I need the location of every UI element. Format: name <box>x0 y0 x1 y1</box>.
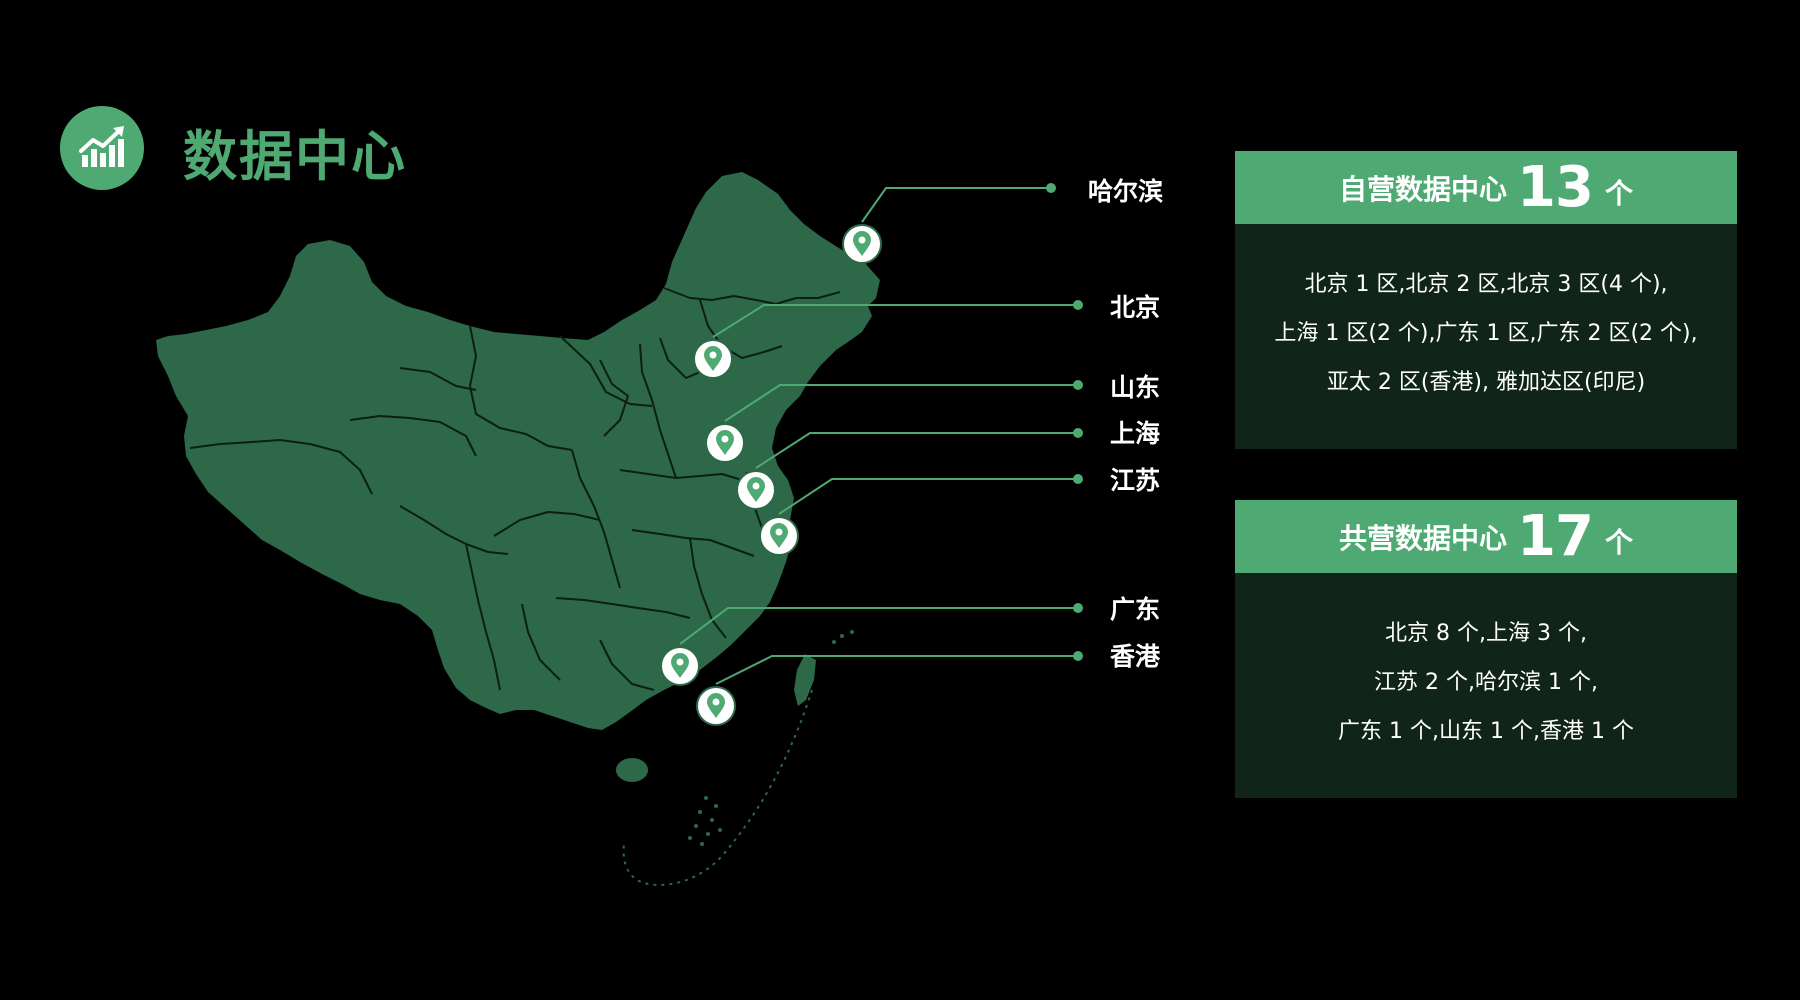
endpoint-dot-city-4 <box>1073 428 1083 438</box>
co-operated-line: 北京 8 个,上海 3 个, <box>1385 621 1587 646</box>
map-pin-icon[interactable] <box>842 224 882 264</box>
co-operated-count: 17 <box>1517 504 1594 569</box>
endpoint-dot-city-7 <box>1073 651 1083 661</box>
endpoint-dot-city-3 <box>1073 380 1083 390</box>
co-operated-panel: 共营数据中心 17 个 北京 8 个,上海 3 个, 江苏 2 个,哈尔滨 1 … <box>1235 500 1737 798</box>
taiwan-island <box>794 654 816 706</box>
growth-chart-icon <box>60 106 144 190</box>
self-owned-unit: 个 <box>1604 176 1633 210</box>
province-borders <box>189 287 841 691</box>
connector-line-city-3 <box>724 384 1078 422</box>
city-label: 哈尔滨 <box>1088 177 1164 206</box>
map-pin-icon[interactable] <box>705 423 745 463</box>
south-sea-islands <box>688 630 854 846</box>
hainan-island <box>616 758 648 782</box>
co-operated-list: 北京 8 个,上海 3 个, 江苏 2 个,哈尔滨 1 个, 广东 1 个,山东… <box>1235 573 1737 798</box>
china-landmass <box>156 172 880 730</box>
map-pin-icon[interactable] <box>660 646 700 686</box>
connector-line-city-6 <box>679 607 1078 645</box>
city-label: 香港 <box>1110 642 1161 671</box>
city-label: 江苏 <box>1110 466 1161 495</box>
connector-line-city-1 <box>861 187 1051 223</box>
map-pin-icon[interactable] <box>736 470 776 510</box>
connector-line-city-5 <box>778 478 1078 515</box>
endpoint-dot-city-5 <box>1073 474 1083 484</box>
endpoint-dot-city-2 <box>1073 300 1083 310</box>
endpoint-dots <box>1046 183 1083 661</box>
self-owned-title: 自营数据中心 <box>1339 172 1508 206</box>
self-owned-line: 上海 1 区(2 个),广东 1 区,广东 2 区(2 个), <box>1274 321 1698 346</box>
self-owned-line: 北京 1 区,北京 2 区,北京 3 区(4 个), <box>1304 272 1668 297</box>
city-label: 上海 <box>1110 419 1161 448</box>
map-pin-icon[interactable] <box>696 686 736 726</box>
co-operated-header: 共营数据中心 17 个 <box>1235 500 1737 573</box>
endpoint-dot-city-1 <box>1046 183 1056 193</box>
self-owned-header: 自营数据中心 13 个 <box>1235 151 1737 224</box>
self-owned-line: 亚太 2 区(香港), 雅加达区(印尼) <box>1326 370 1646 395</box>
south-sea-boundary <box>622 689 813 886</box>
self-owned-list: 北京 1 区,北京 2 区,北京 3 区(4 个), 上海 1 区(2 个),广… <box>1235 224 1737 449</box>
co-operated-line: 广东 1 个,山东 1 个,香港 1 个 <box>1338 719 1634 744</box>
self-owned-count: 13 <box>1517 155 1594 220</box>
co-operated-title: 共营数据中心 <box>1339 521 1508 555</box>
endpoint-dot-city-6 <box>1073 603 1083 613</box>
city-label: 北京 <box>1110 293 1161 322</box>
city-label: 山东 <box>1110 373 1161 402</box>
page-title: 数据中心 <box>183 125 407 188</box>
map-pin-icon[interactable] <box>693 339 733 379</box>
co-operated-line: 江苏 2 个,哈尔滨 1 个, <box>1374 670 1598 695</box>
connector-line-city-7 <box>715 655 1078 685</box>
connector-line-city-4 <box>755 432 1078 469</box>
connector-line-city-2 <box>712 304 1078 338</box>
co-operated-unit: 个 <box>1604 525 1633 559</box>
connector-lines <box>679 187 1078 685</box>
location-pins <box>660 224 882 726</box>
self-owned-panel: 自营数据中心 13 个 北京 1 区,北京 2 区,北京 3 区(4 个), 上… <box>1235 151 1737 449</box>
city-label: 广东 <box>1110 595 1161 624</box>
map-pin-icon[interactable] <box>759 516 799 556</box>
